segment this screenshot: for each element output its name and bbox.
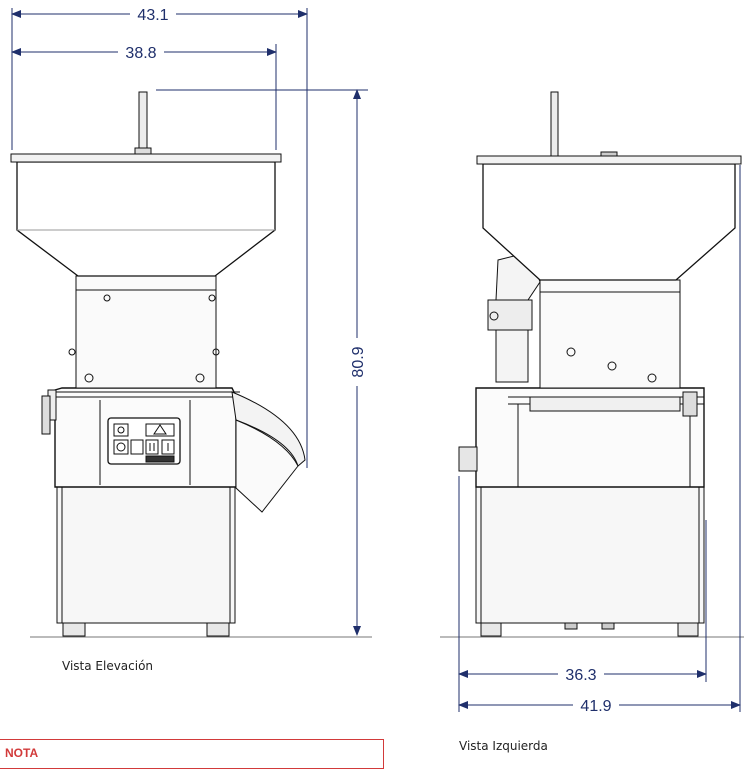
front-foot-right (206, 622, 230, 637)
front-foot-left (62, 622, 86, 637)
dim-label-80-9: 80.9 (350, 346, 367, 377)
side-hopper (482, 163, 736, 281)
note-box: NOTA (0, 739, 384, 769)
dim-label-38-8: 38.8 (125, 45, 156, 62)
side-motor-column (539, 279, 681, 389)
front-hopper (16, 161, 276, 277)
power-indicator-icon (117, 426, 125, 434)
front-motor-column (75, 275, 217, 389)
front-discharge-chute (231, 391, 306, 467)
side-view-label: Vista Izquierda (459, 739, 548, 753)
front-pusher-rod (138, 91, 148, 155)
dim-label-36-3: 36.3 (565, 667, 596, 684)
side-base-body (475, 486, 705, 624)
side-pusher-rod (550, 91, 559, 157)
on-button-icon (116, 442, 126, 452)
front-view (10, 91, 372, 638)
warning-triangle-icon (153, 424, 167, 435)
front-base-body (56, 486, 236, 624)
front-view-label: Vista Elevación (62, 659, 154, 673)
dim-label-43-1: 43.1 (137, 7, 168, 24)
dim-label-41-9: 41.9 (580, 698, 611, 715)
side-view (440, 91, 744, 638)
note-title: NOTA (5, 746, 39, 760)
